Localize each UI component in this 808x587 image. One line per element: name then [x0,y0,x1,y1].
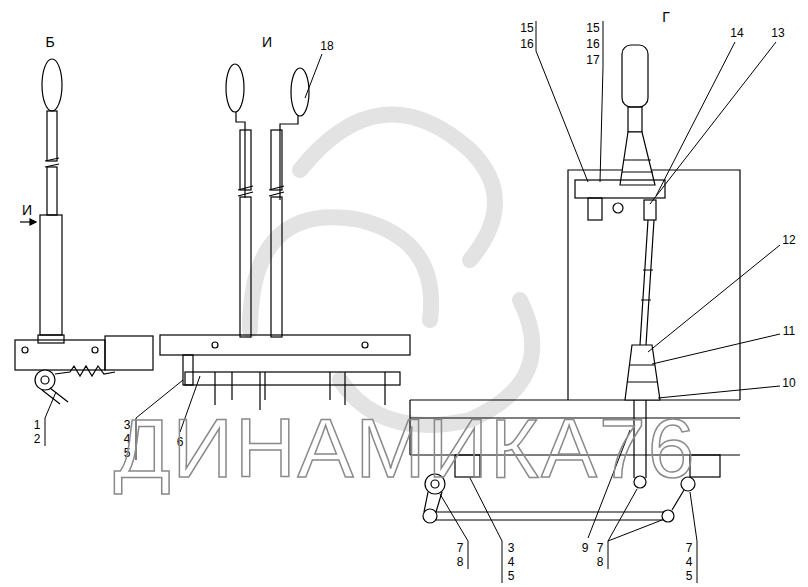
callout-number: 7 [686,542,693,554]
callout-number: 12 [782,234,795,246]
callout-number: 18 [320,40,333,52]
callout-number: 9 [582,542,589,554]
callout-number: 16 [520,38,533,50]
callout-number: 5 [508,570,515,582]
callout-number: 8 [457,556,464,568]
view-b [15,59,153,404]
callout-number: 7 [457,542,464,554]
callout-number: 14 [730,27,743,39]
callout-number: 16 [586,38,599,50]
callout-number: 3 [508,542,515,554]
view-i [160,64,410,410]
callout-number: 15 [586,22,599,34]
callout-number: 13 [771,27,784,39]
view-letter: Б [45,35,54,49]
leader-lines [45,21,780,583]
callout-number: 4 [686,556,693,568]
callout-number: 4 [508,556,515,568]
view-letter: Г [662,10,670,24]
callout-number: 5 [686,570,693,582]
callout-number: 1 [34,419,41,431]
logo-swirl [250,114,532,425]
view-arrow-letter: И [22,203,32,217]
callout-number: 15 [520,22,533,34]
callout-number: 2 [34,433,41,445]
callout-number: 7 [597,542,604,554]
callout-number: 17 [586,54,599,66]
callout-number: 8 [597,556,604,568]
callout-number: 10 [782,377,795,389]
watermark: ДИНАМИКА76 [114,406,697,490]
view-letter: И [262,35,272,49]
callout-number: 11 [783,325,795,337]
